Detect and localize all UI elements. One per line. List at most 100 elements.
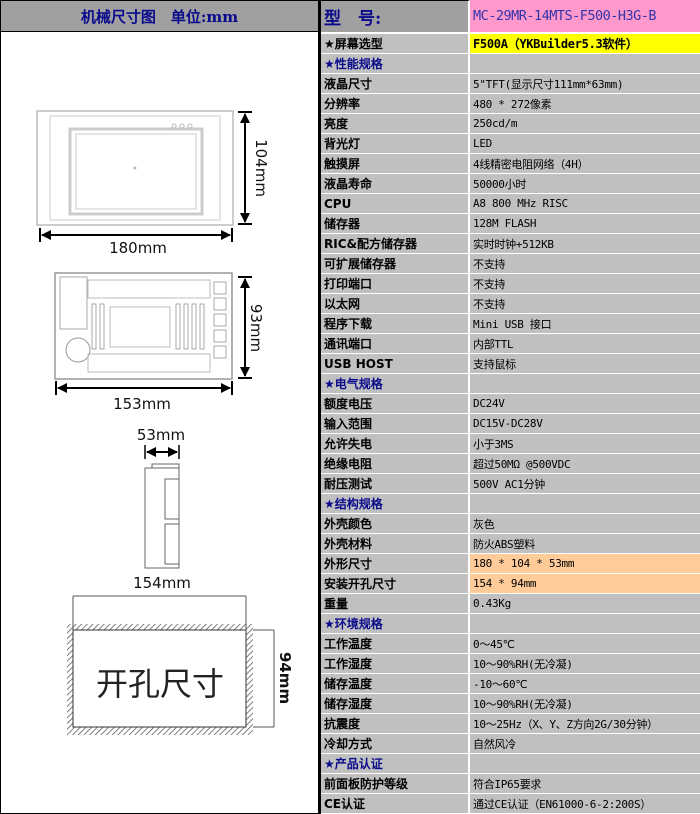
spec-value: 不支持 [473,297,506,311]
spec-label: RIC&配方储存器 [321,234,470,253]
spec-label: 打印端口 [321,274,470,293]
spec-value: 不支持 [473,277,506,291]
spec-value: 内部TTL [473,337,514,351]
side-view: 53mm [137,426,185,569]
spec-value: 不支持 [473,257,506,271]
table-row: 通讯端口内部TTL [321,334,700,354]
back-width-label: 153mm [113,395,171,413]
spec-value: 自然风冷 [473,737,516,751]
spec-label: 分辨率 [321,94,470,113]
spec-value: DC15V-DC28V [473,417,543,430]
spec-label: USB HOST [321,354,470,373]
spec-value: 灰色 [473,517,495,531]
spec-value: -10～60℃ [473,677,528,691]
section-header-row: ★性能规格 [321,54,700,74]
spec-value: 防火ABS塑料 [473,537,535,551]
spec-label: 触摸屏 [321,154,470,173]
spec-label: 工作温度 [321,634,470,653]
spec-value: 50000小时 [473,177,527,191]
spec-label: 外壳材料 [321,534,470,553]
spec-label: ★结构规格 [321,494,470,513]
spec-label: 外形尺寸 [321,554,470,573]
spec-value: 5"TFT(显示尺寸111mm*63mm) [473,77,624,91]
spec-value: 小于3MS [473,437,514,451]
front-width-label: 180mm [109,239,167,257]
model-label: 型 号: [321,0,470,32]
section-header-row: ★结构规格 [321,494,700,514]
spec-label: 抗震度 [321,714,470,733]
front-height-label: 104mm [252,139,270,197]
spec-label: 液晶尺寸 [321,74,470,93]
table-row: 可扩展储存器不支持 [321,254,700,274]
back-height-label: 93mm [247,304,265,352]
spec-label: 输入范围 [321,414,470,433]
spec-label: 程序下载 [321,314,470,333]
cutout-height-label: 94mm [276,652,294,704]
cutout-view: 154mm 开孔尺寸 94mm [67,574,294,735]
spec-label: ★屏幕选型 [321,34,470,53]
spec-value: 实时时钟+512KB [473,237,554,251]
model-value: MC-29MR-14MTS-F500-H3G-B [470,0,700,32]
spec-label: 额度电压 [321,394,470,413]
spec-label: ★电气规格 [321,374,470,393]
spec-value: 0.43Kg [473,597,511,610]
spec-label: ★环境规格 [321,614,470,633]
front-view: 180mm 104mm [36,110,270,257]
table-row: 外壳材料防火ABS塑料 [321,534,700,554]
spec-label: ★产品认证 [321,754,470,773]
cutout-width-label: 154mm [133,574,191,592]
spec-label: 工作湿度 [321,654,470,673]
spec-value: 250cd/m [473,117,518,130]
table-row: 以太网不支持 [321,294,700,314]
spec-value: 10～90%RH(无冷凝) [473,697,573,711]
table-row: 绝缘电阻超过50MΩ @500VDC [321,454,700,474]
spec-label: 储存温度 [321,674,470,693]
section-header-row: ★环境规格 [321,614,700,634]
table-row: CE认证通过CE认证（EN61000-6-2:200S） [321,794,700,814]
table-row: 外壳颜色灰色 [321,514,700,534]
spec-value: 通过CE认证（EN61000-6-2:200S） [473,797,652,811]
section-header-row: ★产品认证 [321,754,700,774]
dimension-drawing-header: 机械尺寸图 单位:mm [0,0,318,32]
spec-label: 重量 [321,594,470,613]
spec-value: 480 * 272像素 [473,97,552,111]
spec-value: Mini USB 接口 [473,317,552,331]
cutout-label: 开孔尺寸 [96,665,224,703]
table-row: 冷却方式自然风冷 [321,734,700,754]
spec-value: 500V AC1分钟 [473,477,545,491]
spec-label: 通讯端口 [321,334,470,353]
spec-label: ★性能规格 [321,54,470,73]
spec-value: 154 * 94mm [470,574,700,593]
table-row: RIC&配方储存器实时时钟+512KB [321,234,700,254]
spec-value: 128M FLASH [473,217,537,230]
spec-value: LED [473,137,492,150]
spec-label: 储存湿度 [321,694,470,713]
spec-label: 耐压测试 [321,474,470,493]
spec-label: 允许失电 [321,434,470,453]
spec-value: F500A（YKBuilder5.3软件） [470,34,700,53]
table-row: 打印端口不支持 [321,274,700,294]
spec-label: 液晶寿命 [321,174,470,193]
depth-label: 53mm [137,426,185,444]
table-row: 前面板防护等级符合IP65要求 [321,774,700,794]
table-row: 允许失电小于3MS [321,434,700,454]
model-row: 型 号: MC-29MR-14MTS-F500-H3G-B [321,0,700,34]
spec-label: 可扩展储存器 [321,254,470,273]
section-header-row: ★电气规格 [321,374,700,394]
spec-value [470,54,700,73]
spec-label: 外壳颜色 [321,514,470,533]
spec-label: 亮度 [321,114,470,133]
